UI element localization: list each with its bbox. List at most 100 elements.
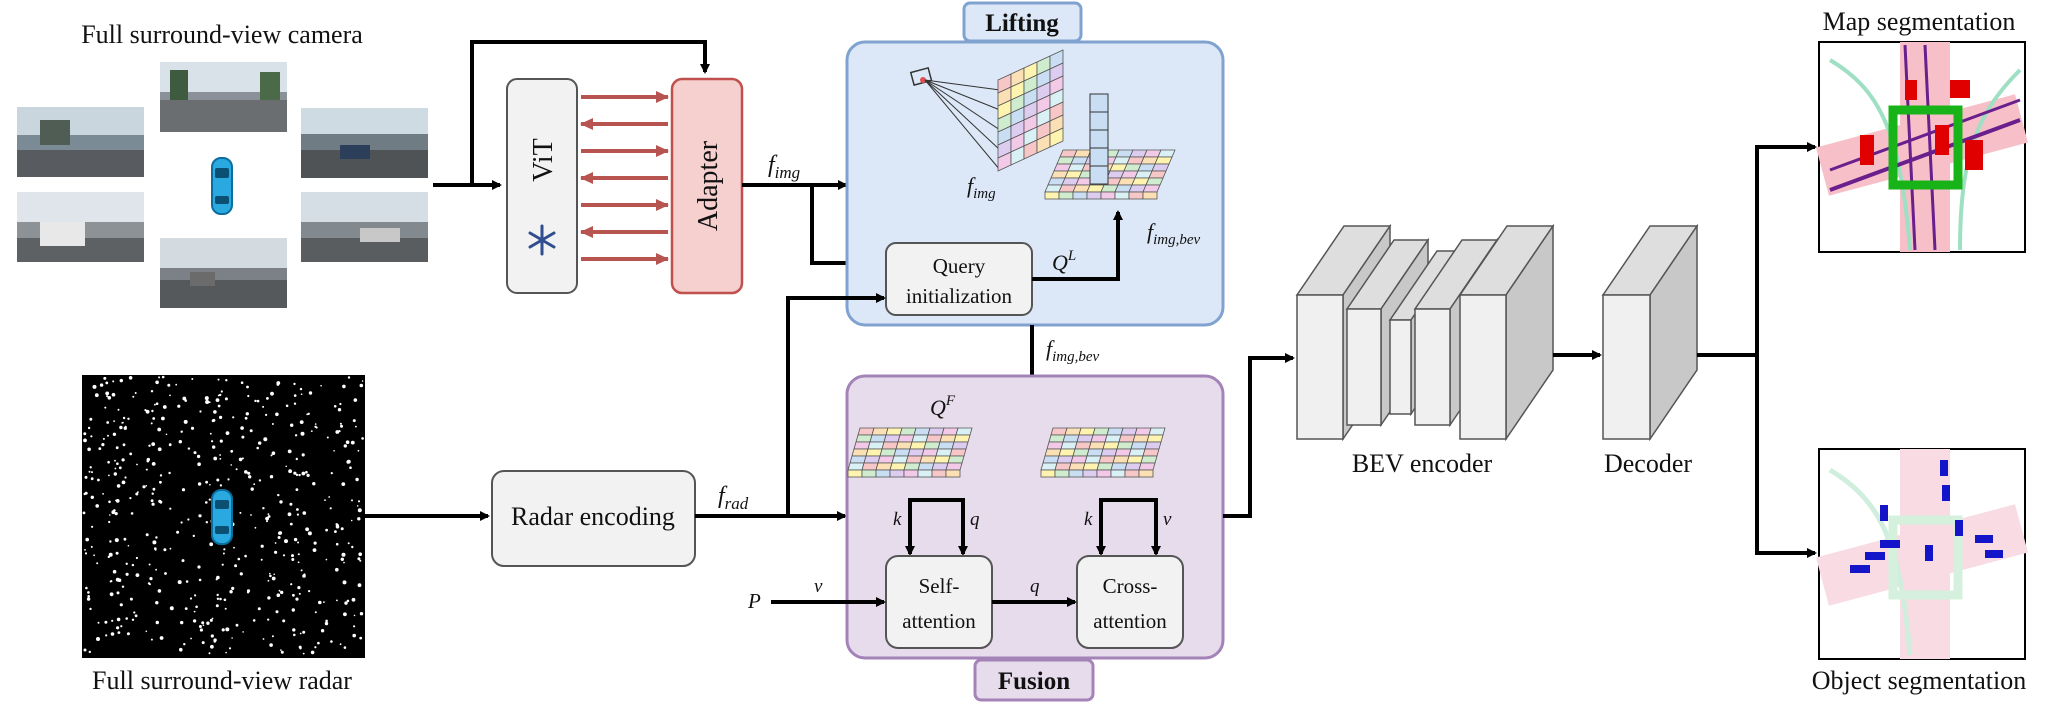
grid-cell — [1058, 448, 1076, 457]
radar-point — [187, 518, 190, 521]
sampling-pillar — [1089, 93, 1109, 185]
grid-cell — [1090, 434, 1108, 443]
radar-point — [262, 507, 265, 510]
grid-cell — [1086, 448, 1104, 457]
grid-cell — [1126, 455, 1144, 464]
radar-point — [83, 648, 87, 652]
radar-point — [106, 421, 110, 424]
radar-point — [111, 619, 114, 622]
radar-point — [297, 553, 300, 556]
radar-point — [219, 458, 222, 460]
radar-point — [225, 627, 230, 632]
radar-point — [293, 402, 297, 405]
radar-point — [150, 422, 153, 425]
radar-point — [244, 470, 248, 474]
radar-point — [343, 444, 347, 448]
radar-point — [221, 563, 224, 566]
grid-cell — [1110, 462, 1128, 471]
radar-point — [195, 605, 198, 609]
grid-cell — [1050, 427, 1068, 436]
radar-point — [208, 652, 211, 655]
radar-point — [260, 544, 264, 548]
grid-cell — [1145, 177, 1164, 186]
radar-point — [359, 636, 363, 640]
radar-point — [356, 505, 359, 507]
radar-point — [300, 431, 305, 436]
radar-point — [340, 424, 343, 428]
radar-point — [350, 519, 353, 522]
radar-point — [361, 380, 364, 382]
query-initialization-block: Query initialization — [885, 242, 1033, 316]
p-label: P — [747, 589, 761, 613]
radar-point — [299, 387, 303, 391]
radar-point — [330, 472, 333, 475]
radar-point — [190, 637, 193, 640]
radar-point — [109, 514, 111, 516]
radar-point — [168, 443, 172, 447]
snowflake-icon — [528, 224, 556, 256]
grid-cell — [1072, 448, 1090, 457]
radar-point — [338, 430, 341, 433]
radar-point — [152, 487, 156, 491]
radar-point — [157, 427, 162, 432]
radar-point — [219, 484, 223, 487]
grid-edge-cell — [861, 469, 877, 478]
grid-cell — [871, 427, 889, 436]
radar-point — [244, 416, 248, 420]
radar-point — [282, 554, 286, 557]
radar-point — [87, 595, 90, 598]
radar-point — [320, 629, 325, 633]
radar-point — [105, 381, 109, 385]
grid-cell — [1082, 462, 1100, 471]
radar-point — [219, 454, 222, 456]
radar-point — [162, 405, 167, 409]
self-k-label: k — [893, 509, 902, 530]
radar-point — [335, 542, 339, 546]
grid-cell — [1142, 184, 1161, 193]
radar-point — [290, 583, 293, 586]
radar-point — [237, 557, 241, 561]
radar-point — [245, 412, 249, 416]
grid-cell — [1042, 455, 1060, 464]
radar-point — [213, 640, 216, 643]
grid-cell — [1128, 448, 1146, 457]
radar-point — [291, 608, 295, 612]
radar-point — [278, 589, 281, 592]
radar-point — [293, 537, 298, 542]
map-segmentation-title: Map segmentation — [1823, 7, 2016, 36]
radar-point — [256, 399, 260, 403]
radar-point — [154, 403, 156, 406]
radar-point — [353, 398, 358, 402]
grid-edge-cell — [875, 469, 891, 478]
self-k-arrow — [905, 498, 938, 556]
radar-point — [136, 463, 138, 466]
radar-point — [320, 384, 322, 387]
query-init-line2: initialization — [906, 284, 1013, 308]
cross-attention-line2: attention — [1093, 609, 1167, 633]
grid-cell — [883, 434, 901, 443]
radar-point — [151, 462, 156, 466]
radar-point — [165, 433, 168, 436]
radar-point — [254, 526, 257, 529]
grid-cell — [1098, 455, 1116, 464]
radar-point — [247, 394, 250, 398]
radar-point — [83, 492, 86, 496]
radar-point — [101, 443, 105, 447]
grid-cell — [1068, 462, 1086, 471]
radar-point — [274, 550, 278, 554]
grid-cell — [1134, 427, 1152, 436]
radar-point — [340, 527, 344, 531]
radar-point — [305, 527, 309, 532]
radar-point — [179, 647, 183, 652]
radar-point — [312, 482, 316, 486]
radar-point — [271, 576, 276, 581]
radar-point — [104, 620, 108, 624]
grid-cell — [1096, 462, 1114, 471]
radar-point — [151, 492, 154, 495]
grid-cell — [893, 448, 911, 457]
radar-point — [244, 554, 247, 558]
radar-point — [87, 447, 91, 452]
radar-point — [85, 537, 89, 542]
radar-point — [352, 633, 357, 638]
radar-point — [231, 586, 235, 591]
